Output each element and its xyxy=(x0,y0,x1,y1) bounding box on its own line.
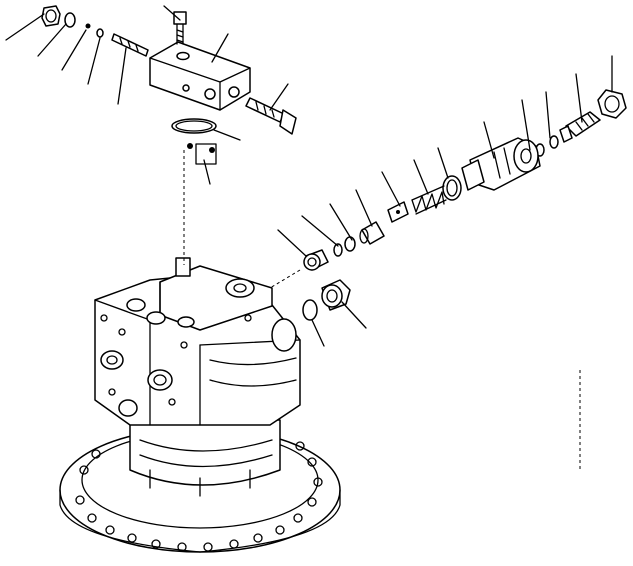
plug-upper-left xyxy=(41,5,61,27)
o-ring-upper-left xyxy=(64,12,76,28)
lock-nut xyxy=(597,89,627,119)
seal-ring-a xyxy=(549,135,559,149)
pin-shaft xyxy=(111,33,149,57)
spring xyxy=(411,185,447,215)
swing-motor-housing xyxy=(59,257,341,553)
adjust-screw xyxy=(559,111,601,143)
o-ring-block xyxy=(171,118,217,134)
assembly-centerlines xyxy=(183,150,581,470)
plug-mid xyxy=(303,249,329,271)
small-ring xyxy=(85,23,91,29)
seal-ring-c xyxy=(333,243,343,257)
leader-lines xyxy=(5,5,613,347)
small-seal xyxy=(96,28,104,38)
bolt-top xyxy=(173,11,187,45)
spring-seat xyxy=(387,201,409,223)
o-ring-mid xyxy=(442,175,462,201)
o-ring-lower xyxy=(302,299,318,321)
washer xyxy=(344,236,356,252)
dowel-pins xyxy=(187,143,217,165)
bolt-side xyxy=(245,97,297,135)
relief-valve-cartridge xyxy=(461,137,541,191)
valve-block xyxy=(149,41,251,111)
